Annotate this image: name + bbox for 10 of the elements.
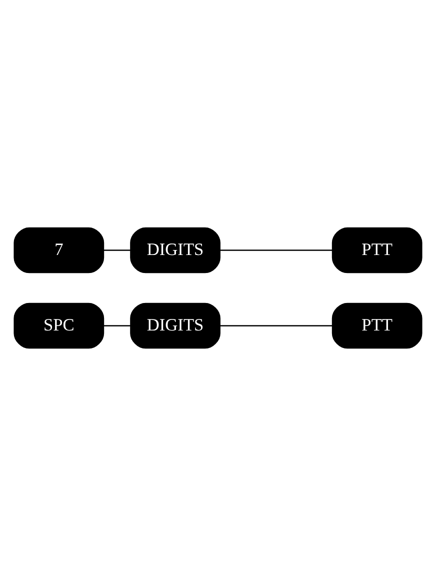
- connector: [220, 324, 332, 326]
- connector: [104, 324, 130, 326]
- node-box: PTT: [332, 226, 422, 273]
- node-box: SPC: [14, 302, 104, 348]
- node-box: PTT: [332, 302, 422, 348]
- node-box: 7: [14, 226, 104, 273]
- node-box: DIGITS: [130, 302, 220, 348]
- connector: [220, 249, 332, 250]
- node-box: DIGITS: [130, 226, 220, 273]
- connector: [104, 249, 130, 250]
